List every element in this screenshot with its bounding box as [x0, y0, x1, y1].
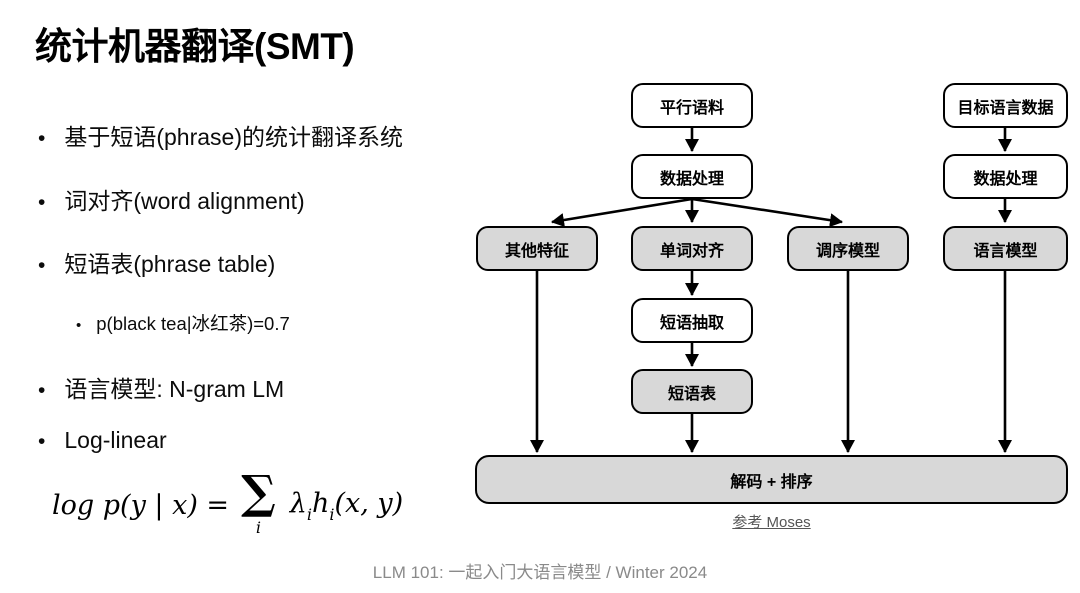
slide-footer: LLM 101: 一起入门大语言模型 / Winter 2024: [372, 563, 708, 582]
bullet-phrase-table: 短语表(phrase table): [38, 245, 275, 279]
node-decode-rerank: 解码 + 排序: [475, 455, 1068, 504]
formula-args: (x, y): [334, 487, 404, 519]
formula-h: h: [311, 487, 330, 519]
formula-lambda: λ: [289, 487, 307, 519]
formula-lhs: log p(y | x) =: [52, 489, 230, 521]
node-data-processing-right: 数据处理: [943, 154, 1068, 199]
lambda-subscript: i: [306, 505, 312, 525]
reference-row: 参考 Moses: [475, 511, 1068, 532]
log-linear-formula: log p(y | x) = ∑ i λihi(x, y): [52, 462, 403, 548]
node-parallel-corpus: 平行语料: [631, 83, 753, 128]
node-phrase-table: 短语表: [631, 369, 753, 414]
bullet-language-model: 语言模型: N-gram LM: [38, 370, 284, 404]
node-phrase-extraction: 短语抽取: [631, 298, 753, 343]
sigma-symbol-wrap: ∑ i: [241, 465, 276, 537]
bullet-log-linear: Log-linear: [38, 427, 166, 454]
node-data-processing-left: 数据处理: [631, 154, 753, 199]
h-subscript: i: [329, 505, 335, 525]
sigma-symbol: ∑: [241, 465, 276, 520]
subbullet-phrase-probability: p(black tea|冰红茶)=0.7: [76, 310, 289, 336]
moses-reference-link[interactable]: 参考 Moses: [732, 514, 811, 531]
bullet-word-alignment: 词对齐(word alignment): [38, 182, 304, 216]
bullet-phrase-based: 基于短语(phrase)的统计翻译系统: [38, 118, 403, 152]
node-target-language-data: 目标语言数据: [943, 83, 1068, 128]
node-word-alignment: 单词对齐: [631, 226, 753, 271]
slide-title: 统计机器翻译(SMT): [35, 26, 355, 67]
node-language-model: 语言模型: [943, 226, 1068, 271]
node-other-features: 其他特征: [476, 226, 598, 271]
sigma-subscript: i: [255, 517, 261, 537]
edge-dataproc-to-reorder: [691, 197, 843, 228]
edge-dataproc-to-features: [551, 197, 693, 227]
node-reordering-model: 调序模型: [787, 226, 909, 271]
formula-rhs: λihi(x, y): [289, 487, 404, 525]
